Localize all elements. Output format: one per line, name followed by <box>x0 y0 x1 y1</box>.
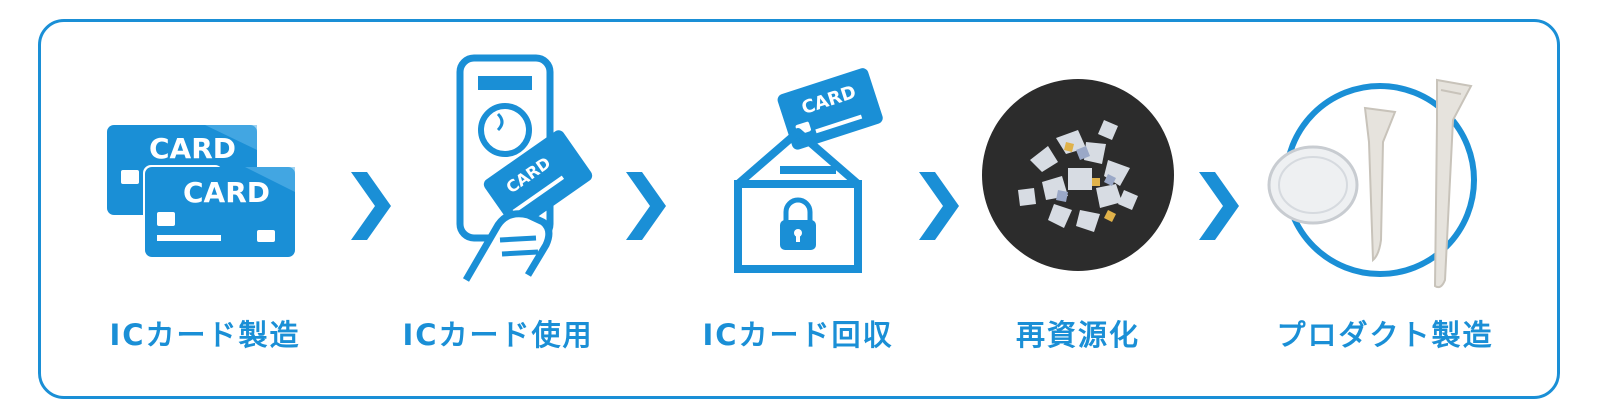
golf-products-icon <box>1267 78 1477 289</box>
step-label: ICカード製造 <box>109 318 301 352</box>
step-product-manufacturing: プロダクト製造 <box>1265 50 1505 380</box>
step-label: プロダクト製造 <box>1276 318 1494 352</box>
step-label: ICカード使用 <box>402 318 594 352</box>
process-frame <box>38 19 1560 399</box>
step-ic-card-collection: CARD ICカード回収 <box>678 50 918 380</box>
step-ic-card-usage: CARD ICカード使用 <box>378 50 618 380</box>
step-recycling: 再資源化 <box>958 50 1198 380</box>
chevron-right-icon <box>351 172 391 240</box>
chevron-right-icon <box>1199 172 1239 240</box>
chevron-right-icon <box>626 172 666 240</box>
card-reader-icon: CARD <box>456 54 593 282</box>
ic-cards-icon: CARD CARD <box>107 125 295 279</box>
chevron-right-icon <box>919 172 959 240</box>
step-ic-card-manufacturing: CARD CARD ICカード製造 <box>85 50 325 380</box>
step-label: ICカード回収 <box>702 318 894 352</box>
svg-text:CARD: CARD <box>183 176 270 209</box>
shredded-material-icon <box>982 79 1174 271</box>
collection-box-icon: CARD <box>734 68 883 273</box>
step-label: 再資源化 <box>1015 318 1140 352</box>
svg-text:CARD: CARD <box>149 132 236 165</box>
